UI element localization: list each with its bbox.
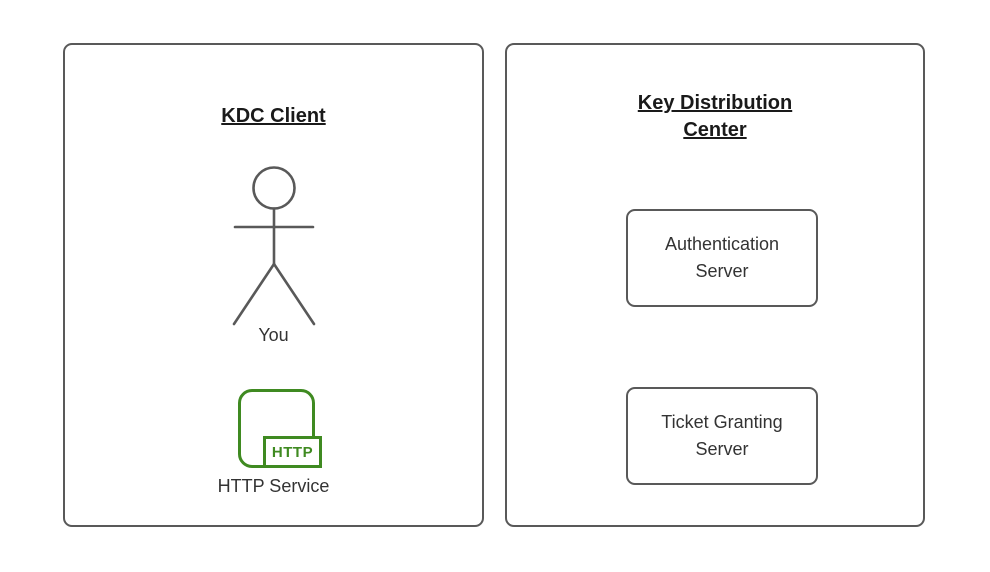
http-service-label: HTTP Service (217, 476, 330, 496)
person-left-leg (232, 262, 275, 326)
person-right-leg (272, 262, 315, 326)
ticket-granting-server-label: Ticket Granting Server (661, 412, 783, 459)
http-service-icon: HTTP (238, 389, 322, 468)
http-badge: HTTP (263, 436, 322, 468)
authentication-server-box: Authentication Server (626, 209, 818, 307)
kdc-client-panel: KDC Client You HTTP HTTP Service (63, 43, 484, 527)
key-distribution-center-panel: Key Distribution Center Authentication S… (505, 43, 925, 527)
actor-label: You (258, 325, 289, 345)
person-icon (232, 166, 315, 326)
kdc-title: Key Distribution Center (637, 92, 793, 141)
ticket-granting-server-box: Ticket Granting Server (626, 387, 818, 485)
kdc-client-title: KDC Client (221, 105, 326, 127)
authentication-server-label: Authentication Server (664, 234, 780, 281)
person-head (251, 166, 296, 210)
